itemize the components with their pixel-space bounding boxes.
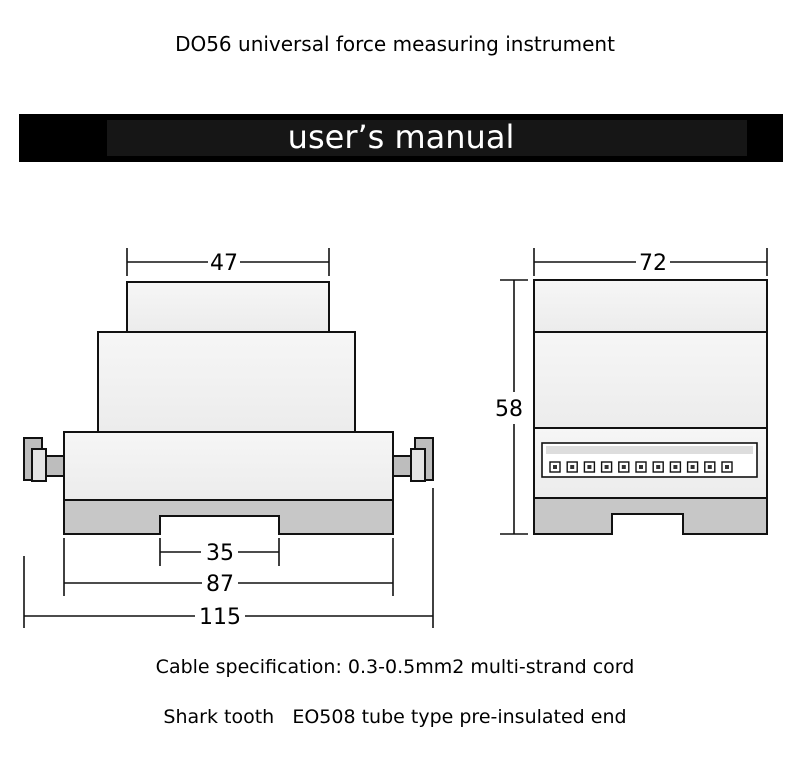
terminal-spec-text: Shark tooth EO508 tube type pre-insulate…	[163, 706, 627, 728]
document-title: DO56 universal force measuring instrumen…	[175, 32, 615, 56]
manual-banner: user’s manual	[19, 114, 783, 162]
terminal-screw-head	[673, 465, 678, 469]
terminal-screw-head	[587, 465, 592, 469]
terminal-screw-head	[639, 465, 643, 469]
dim-47-label: 47	[210, 251, 238, 276]
dim-72-label: 72	[639, 251, 667, 276]
dim-115-label: 115	[199, 605, 241, 630]
banner-inner-panel	[107, 120, 747, 156]
side-base-rail	[533, 497, 768, 535]
terminal-row	[549, 461, 733, 473]
dim-72	[533, 248, 768, 276]
dim-58	[500, 279, 528, 535]
side-middle-section	[533, 331, 768, 429]
cable-spec-text: Cable specification: 0.3-0.5mm2 multi-st…	[155, 656, 635, 678]
terminal-screw-head	[690, 465, 695, 469]
right-clip	[392, 437, 434, 482]
terminal-screw-head	[707, 465, 712, 469]
terminal-screw-head	[570, 465, 575, 469]
banner-title: user’s manual	[287, 118, 515, 156]
terminal-screw-head	[656, 465, 661, 469]
side-view	[533, 279, 768, 535]
dim-87	[63, 538, 394, 596]
front-middle-block	[97, 331, 356, 433]
dim-35	[159, 538, 280, 566]
front-view	[23, 281, 434, 535]
terminal-screw-head	[604, 465, 609, 469]
dim-115	[23, 488, 434, 628]
left-clip	[23, 437, 65, 482]
front-top-block	[126, 281, 330, 333]
terminal-screw-head	[621, 465, 626, 469]
side-top-section	[533, 279, 768, 333]
terminal-screw-head	[553, 465, 557, 469]
front-lower-block	[63, 431, 394, 501]
front-base-rail	[63, 499, 394, 535]
dim-35-label: 35	[206, 541, 234, 566]
dim-58-label: 58	[495, 397, 523, 422]
dim-47	[126, 248, 330, 276]
terminal-screw-head	[725, 465, 729, 469]
dim-87-label: 87	[206, 572, 234, 597]
